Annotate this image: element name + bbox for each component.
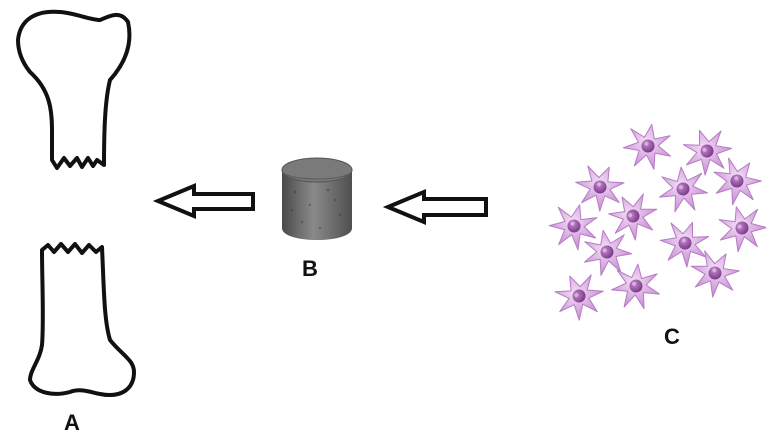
label-b: B (302, 256, 318, 281)
label-c: C (664, 324, 680, 349)
cell (620, 119, 676, 173)
scaffold-cylinder (281, 157, 353, 240)
arrow-to-a (152, 183, 255, 219)
cell-cluster (544, 119, 766, 327)
label-a: A (64, 410, 80, 435)
arrow-to-b (382, 189, 488, 225)
bone-upper-fragment (16, 9, 132, 170)
cell (654, 213, 716, 273)
cell (676, 121, 738, 181)
bone-lower-fragment (28, 242, 136, 397)
cell (656, 164, 710, 214)
cell (712, 200, 766, 256)
